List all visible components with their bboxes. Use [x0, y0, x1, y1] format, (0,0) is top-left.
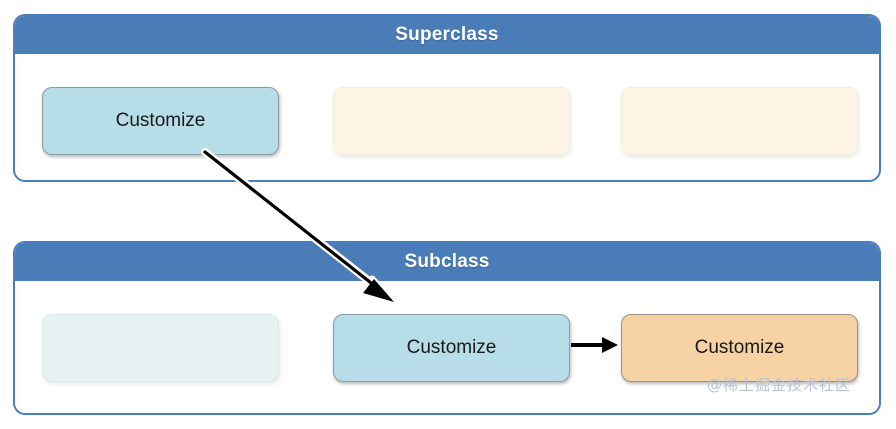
superclass-panel: Superclass Customize — [13, 14, 881, 182]
subclass-member-customize-inherited[interactable]: Customize — [333, 314, 570, 382]
subclass-member-customize-overridden[interactable]: Customize — [621, 314, 858, 382]
superclass-member-empty-1[interactable] — [333, 87, 570, 155]
subclass-panel: Subclass Customize Customize @稀土掘金技术社区 — [13, 241, 881, 415]
superclass-member-empty-2[interactable] — [621, 87, 858, 155]
watermark-text: @稀土掘金技术社区 — [706, 376, 851, 394]
superclass-members: Customize — [15, 54, 879, 180]
superclass-title: Superclass — [15, 16, 879, 54]
superclass-member-customize[interactable]: Customize — [42, 87, 279, 155]
subclass-title: Subclass — [15, 243, 879, 281]
subclass-members: Customize Customize — [15, 281, 879, 413]
subclass-member-empty-1[interactable] — [42, 314, 279, 382]
